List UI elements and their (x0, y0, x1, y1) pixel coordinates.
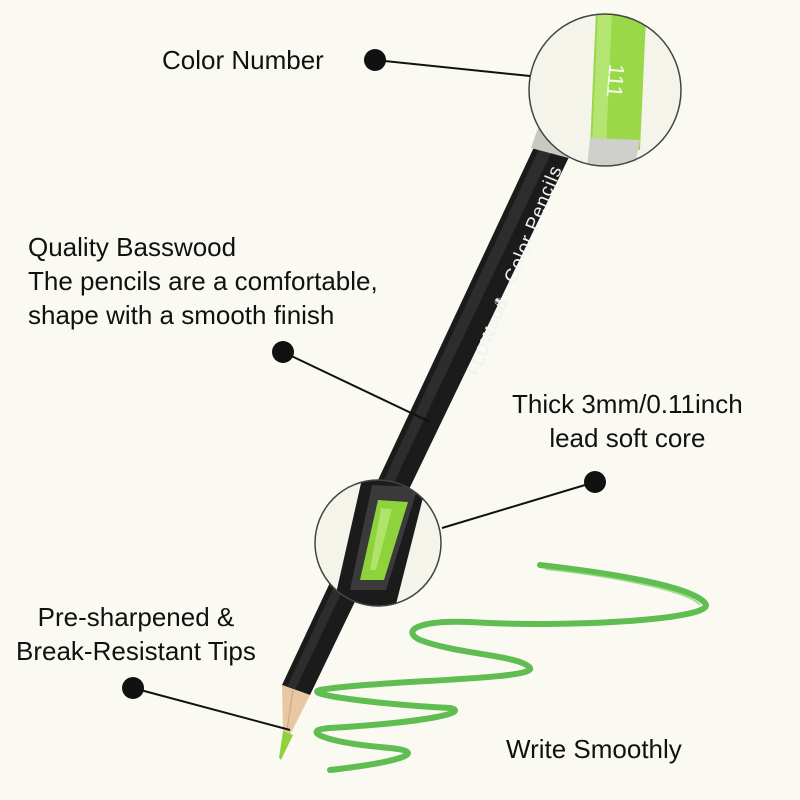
callout-basswood-line-2: The pencils are a comfortable, (28, 266, 378, 296)
callout-write-smoothly-text: Write Smoothly (506, 734, 682, 764)
wood-tip (282, 685, 310, 735)
callout-color-number: Color Number (162, 43, 324, 77)
callout-tips: Pre-sharpened & Break-Resistant Tips (16, 600, 256, 668)
callout-dot-tips (122, 677, 144, 699)
lead-tip (279, 731, 293, 760)
callout-lead-line-1: Thick 3mm/0.11inch (512, 389, 743, 419)
green-scribble (313, 562, 709, 773)
callout-dot-lead (584, 471, 606, 493)
callout-dot-color-number (364, 49, 386, 71)
callout-write-smoothly: Write Smoothly (506, 732, 682, 766)
callout-tips-line-2: Break-Resistant Tips (16, 636, 256, 666)
callout-basswood: Quality Basswood The pencils are a comfo… (28, 230, 378, 332)
callout-basswood-line-3: shape with a smooth finish (28, 300, 335, 330)
color-number-zoom: 111 (528, 13, 682, 167)
callout-basswood-line-1: Quality Basswood (28, 232, 237, 262)
lead-core-zoom (314, 479, 442, 607)
callout-color-number-text: Color Number (162, 45, 324, 75)
callout-dot-basswood (272, 341, 294, 363)
brand-mark: ® (493, 296, 506, 308)
callout-leaders (132, 59, 596, 731)
callout-lead-line-2: lead soft core (549, 423, 706, 453)
callout-tips-line-1: Pre-sharpened & (37, 602, 235, 632)
color-number-text: 111 (602, 63, 630, 99)
callout-lead: Thick 3mm/0.11inch lead soft core (512, 387, 743, 455)
